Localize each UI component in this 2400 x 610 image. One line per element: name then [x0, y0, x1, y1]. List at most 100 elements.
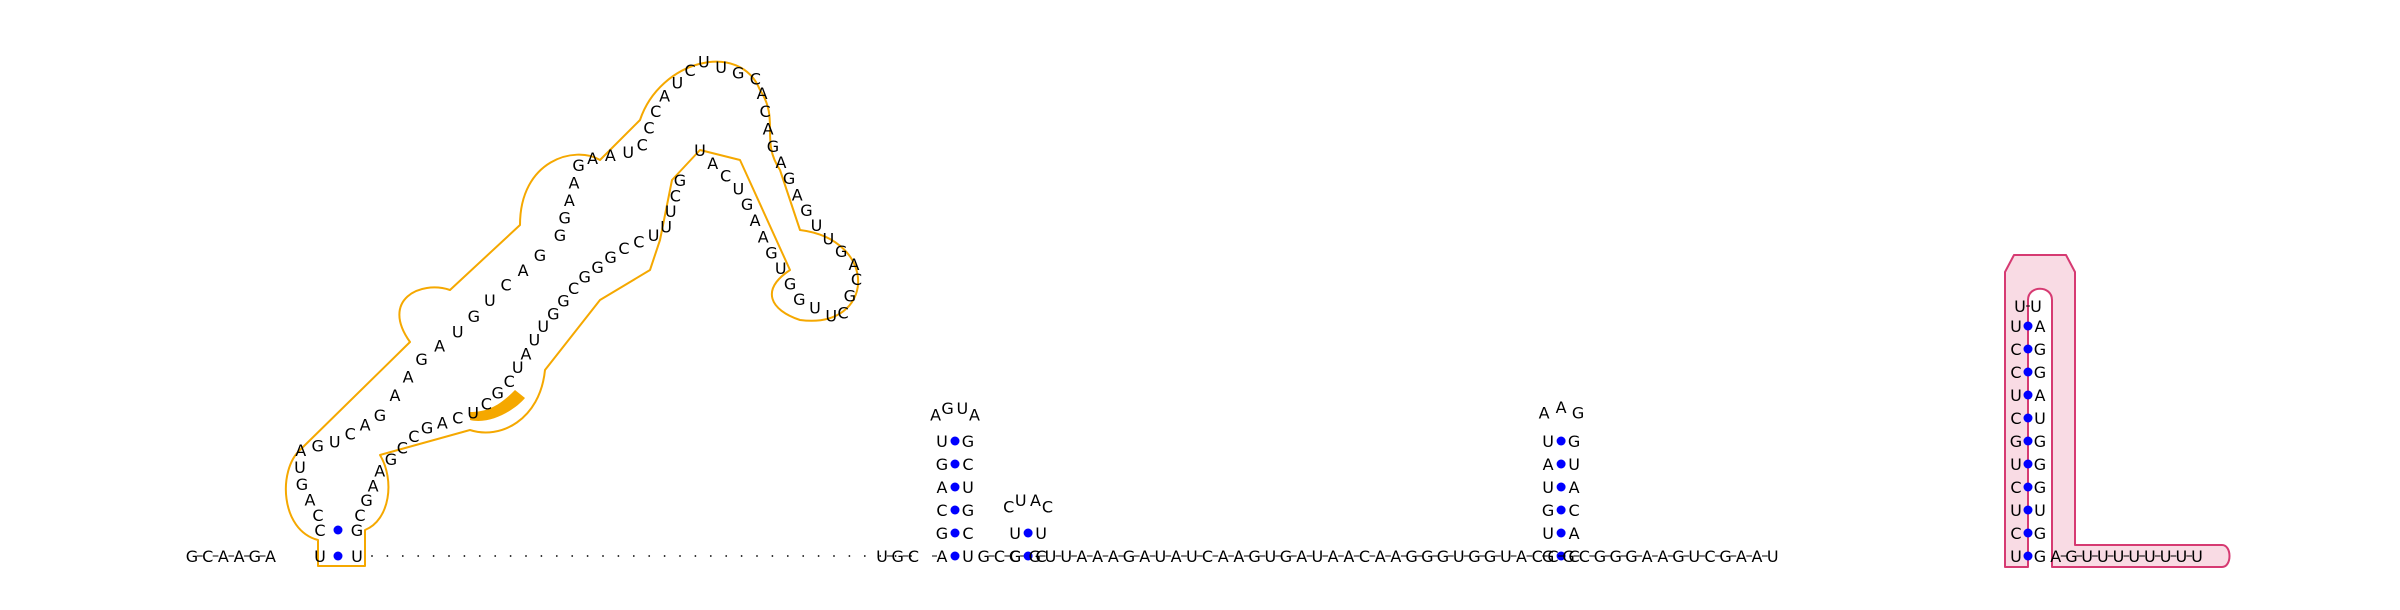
nucleotide-backbone: A	[1328, 547, 1339, 566]
nucleotide-backbone: U	[1155, 547, 1167, 566]
nucleotide-start: A	[234, 547, 245, 566]
terminator-stem-left: G	[2010, 432, 2022, 451]
nucleotide-domain: A	[848, 255, 859, 274]
nucleotide-backbone: U	[1767, 547, 1779, 566]
nucleotide-backbone: G	[1484, 547, 1496, 566]
hairpin-3-stem-left: A	[1543, 455, 1554, 474]
base-pair-dot	[2023, 367, 2033, 377]
hairpin-3-loop: A	[1539, 403, 1550, 422]
nucleotide-domain: A	[295, 441, 306, 460]
nucleotide: C	[314, 521, 325, 540]
nucleotide-domain: U	[660, 217, 672, 236]
backbone-gap-dot	[540, 555, 543, 557]
base-pair-dot	[950, 482, 960, 492]
nucleotide-domain: C	[481, 395, 492, 414]
hairpin-3-stem-left: G	[1542, 501, 1554, 520]
nucleotide-start: A	[218, 547, 229, 566]
backbone-gap-dot	[478, 555, 481, 557]
nucleotide-domain: G	[800, 201, 812, 220]
terminator-stem-left: C	[2010, 524, 2021, 543]
nucleotide-backbone: G	[1594, 547, 1606, 566]
base-pair-dot	[1556, 528, 1566, 538]
base-pair-dot	[333, 551, 343, 561]
nucleotide-backbone: G	[1468, 547, 1480, 566]
nucleotide-domain: U	[694, 141, 706, 160]
nucleotide-domain: C	[837, 303, 848, 322]
nucleotide-backbone: A	[1218, 547, 1229, 566]
nucleotide-backbone: U	[1045, 547, 1057, 566]
nucleotide-domain: G	[385, 450, 397, 469]
base-pair-dot	[2023, 482, 2033, 492]
nucleotide-domain: G	[572, 156, 584, 175]
backbone-gap-dot	[725, 555, 728, 557]
nucleotide-domain: G	[534, 246, 546, 265]
backbone-gap-dot	[571, 555, 574, 557]
nucleotide-domain: U	[811, 216, 823, 235]
base-pair-dot	[2023, 505, 2033, 515]
terminator-stem-left: C	[2010, 363, 2021, 382]
nucleotide-backbone: G	[1248, 547, 1260, 566]
nucleotide-backbone: C	[1704, 547, 1715, 566]
base-pair-dot	[950, 551, 960, 561]
terminator-stem-left: C	[2010, 340, 2021, 359]
hairpin-2-stem-left: G	[1009, 547, 1021, 566]
base-pair-dot	[1556, 505, 1566, 515]
nucleotide-backbone: G	[977, 547, 989, 566]
nucleotide-backbone: G	[1405, 547, 1417, 566]
nucleotide-domain: A	[518, 261, 529, 280]
nucleotide-backbone: U	[1264, 547, 1276, 566]
nucleotide-domain: U	[825, 307, 837, 326]
nucleotide-domain: G	[674, 171, 686, 190]
nucleotide-domain: U	[809, 299, 821, 318]
nucleotide-domain: C	[851, 270, 862, 289]
nucleotide-domain: A	[374, 462, 385, 481]
nucleotide-domain: A	[757, 84, 768, 103]
hairpin-1-stem-left: G	[936, 524, 948, 543]
terminator-stem-right: G	[2034, 432, 2046, 451]
nucleotide-domain: C	[504, 372, 515, 391]
nucleotide-domain: U	[665, 202, 677, 221]
terminator-stem-right: A	[2035, 386, 2046, 405]
hairpin-1-loop: G	[941, 399, 953, 418]
base-pair-dot	[2023, 436, 2033, 446]
base-pair-dot	[2023, 413, 2033, 423]
nucleotide-backbone: A	[1296, 547, 1307, 566]
nucleotide-backbone: C	[1532, 547, 1543, 566]
hairpin-3-stem-right: G	[1568, 432, 1580, 451]
hairpin-1-loop: A	[969, 405, 980, 424]
nucleotide-tail: U	[2113, 547, 2125, 566]
nucleotide-domain: U	[823, 229, 835, 248]
nucleotide-domain: G	[732, 64, 744, 83]
hairpin-1-stem-right: U	[962, 478, 974, 497]
hairpin-3-stem-left: U	[1542, 432, 1554, 451]
nucleotide-domain: U	[775, 259, 787, 278]
nucleotide-domain: U	[294, 458, 306, 477]
backbone-gap-dot	[910, 555, 912, 557]
nucleotide-start: A	[265, 547, 276, 566]
terminator-stem-right: A	[2035, 317, 2046, 336]
hairpin-2-loop: U	[1015, 491, 1027, 510]
hairpin-1-stem-left: A	[937, 547, 948, 566]
hairpin-1-stem-right: U	[962, 547, 974, 566]
backbone-gap-dot	[879, 555, 882, 557]
nucleotide-domain: U	[648, 226, 660, 245]
nucleotide-backbone: C	[994, 547, 1005, 566]
nucleotide-backbone: A	[1390, 547, 1401, 566]
base-pair-dot	[950, 459, 960, 469]
nucleotide-backbone: A	[1139, 547, 1150, 566]
nucleotide-domain: G	[312, 437, 324, 456]
nucleotide-domain: U	[484, 291, 496, 310]
nucleotide-domain: C	[345, 425, 356, 444]
nucleotide-domain: G	[558, 209, 570, 228]
nucleotide-domain: C	[408, 427, 419, 446]
terminator-stem-right: G	[2034, 478, 2046, 497]
backbone-gap-dot	[863, 555, 866, 557]
nucleotide-backbone: G	[1719, 547, 1731, 566]
nucleotide-domain: C	[760, 102, 771, 121]
base-pair-dot	[2023, 551, 2033, 561]
backbone-gap-dot	[786, 555, 789, 557]
nucleotide-domain: U	[512, 358, 524, 377]
nucleotide-tail: G	[2065, 547, 2077, 566]
nucleotide-domain: A	[437, 414, 448, 433]
backbone-gap-dot	[632, 555, 635, 557]
